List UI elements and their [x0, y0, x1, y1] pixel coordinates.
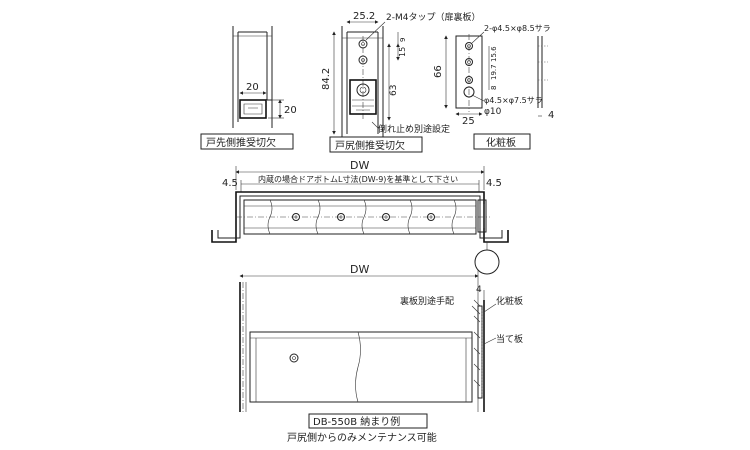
cover-plate-view: 66 25 4 15.6 19.7 8 2-φ4.5×φ8.5サラ φ4.5×φ… — [433, 24, 554, 150]
cover-dim-8: 8 — [490, 86, 498, 90]
cover-caption: 化粧板 — [486, 136, 516, 149]
door-butt-note-fall: 倒れ止め別途設定 — [378, 123, 450, 135]
cover-dim-side: 4 — [548, 110, 554, 121]
footer: DB-550B 納まり例 戸尻側からのみメンテナンス可能 — [287, 413, 437, 444]
cover-dim-19-7: 19.7 — [490, 64, 498, 80]
door-butt-notch-view: 25.2 84.2 63 15 9 2-M4タップ（扉裏板） 倒れ止め別途設定 … — [321, 11, 480, 153]
plan-view: DW 内蔵の場合ドアボトムL寸法(DW-9)を基準として下さい 4.5 4.5 — [211, 159, 509, 275]
footer-title: DB-550B 納まり例 — [313, 415, 400, 428]
plan-note: 内蔵の場合ドアボトムL寸法(DW-9)を基準として下さい — [258, 174, 458, 184]
plan-dim-right: 4.5 — [486, 178, 502, 189]
door-butt-dim-total: 84.2 — [321, 68, 332, 90]
elevation-label-cover-plate: 化粧板 — [496, 295, 523, 307]
cover-dim-phi10: φ10 — [484, 107, 502, 117]
door-butt-dim-9: 9 — [399, 38, 407, 42]
elevation-dim-dw: DW — [350, 263, 369, 276]
door-butt-dim-15: 15 — [398, 47, 407, 57]
door-butt-dim-top: 25.2 — [353, 11, 375, 22]
cover-dim-15-6: 15.6 — [490, 46, 498, 62]
door-butt-dim-63: 63 — [389, 85, 399, 96]
plan-dim-left: 4.5 — [222, 178, 238, 189]
elevation-view: DW 4 裏板別途手配 化粧板 当て板 — [239, 263, 523, 412]
plan-screws — [292, 213, 435, 221]
elevation-label-stop-plate: 当て板 — [496, 333, 523, 345]
door-butt-note-tap: 2-M4タップ（扉裏板） — [386, 11, 480, 23]
door-tip-dim-width: 20 — [246, 82, 259, 93]
door-butt-caption: 戸尻側推受切欠 — [335, 139, 405, 152]
elevation-label-back-plate: 裏板別途手配 — [400, 295, 454, 307]
door-tip-dim-height: 20 — [284, 105, 297, 116]
cover-note-holes-bottom: φ4.5×φ7.5サラ — [484, 96, 543, 105]
cover-dim-width: 25 — [462, 116, 475, 127]
cover-dim-height: 66 — [433, 65, 444, 78]
footer-note: 戸尻側からのみメンテナンス可能 — [287, 431, 437, 444]
door-tip-caption: 戸先側推受切欠 — [206, 136, 276, 149]
door-tip-notch-view: 20 20 戸先側推受切欠 — [200, 26, 297, 150]
plan-dim-dw: DW — [350, 159, 369, 172]
elevation-dim-4: 4 — [476, 285, 482, 295]
cover-note-holes-top: 2-φ4.5×φ8.5サラ — [484, 24, 551, 33]
